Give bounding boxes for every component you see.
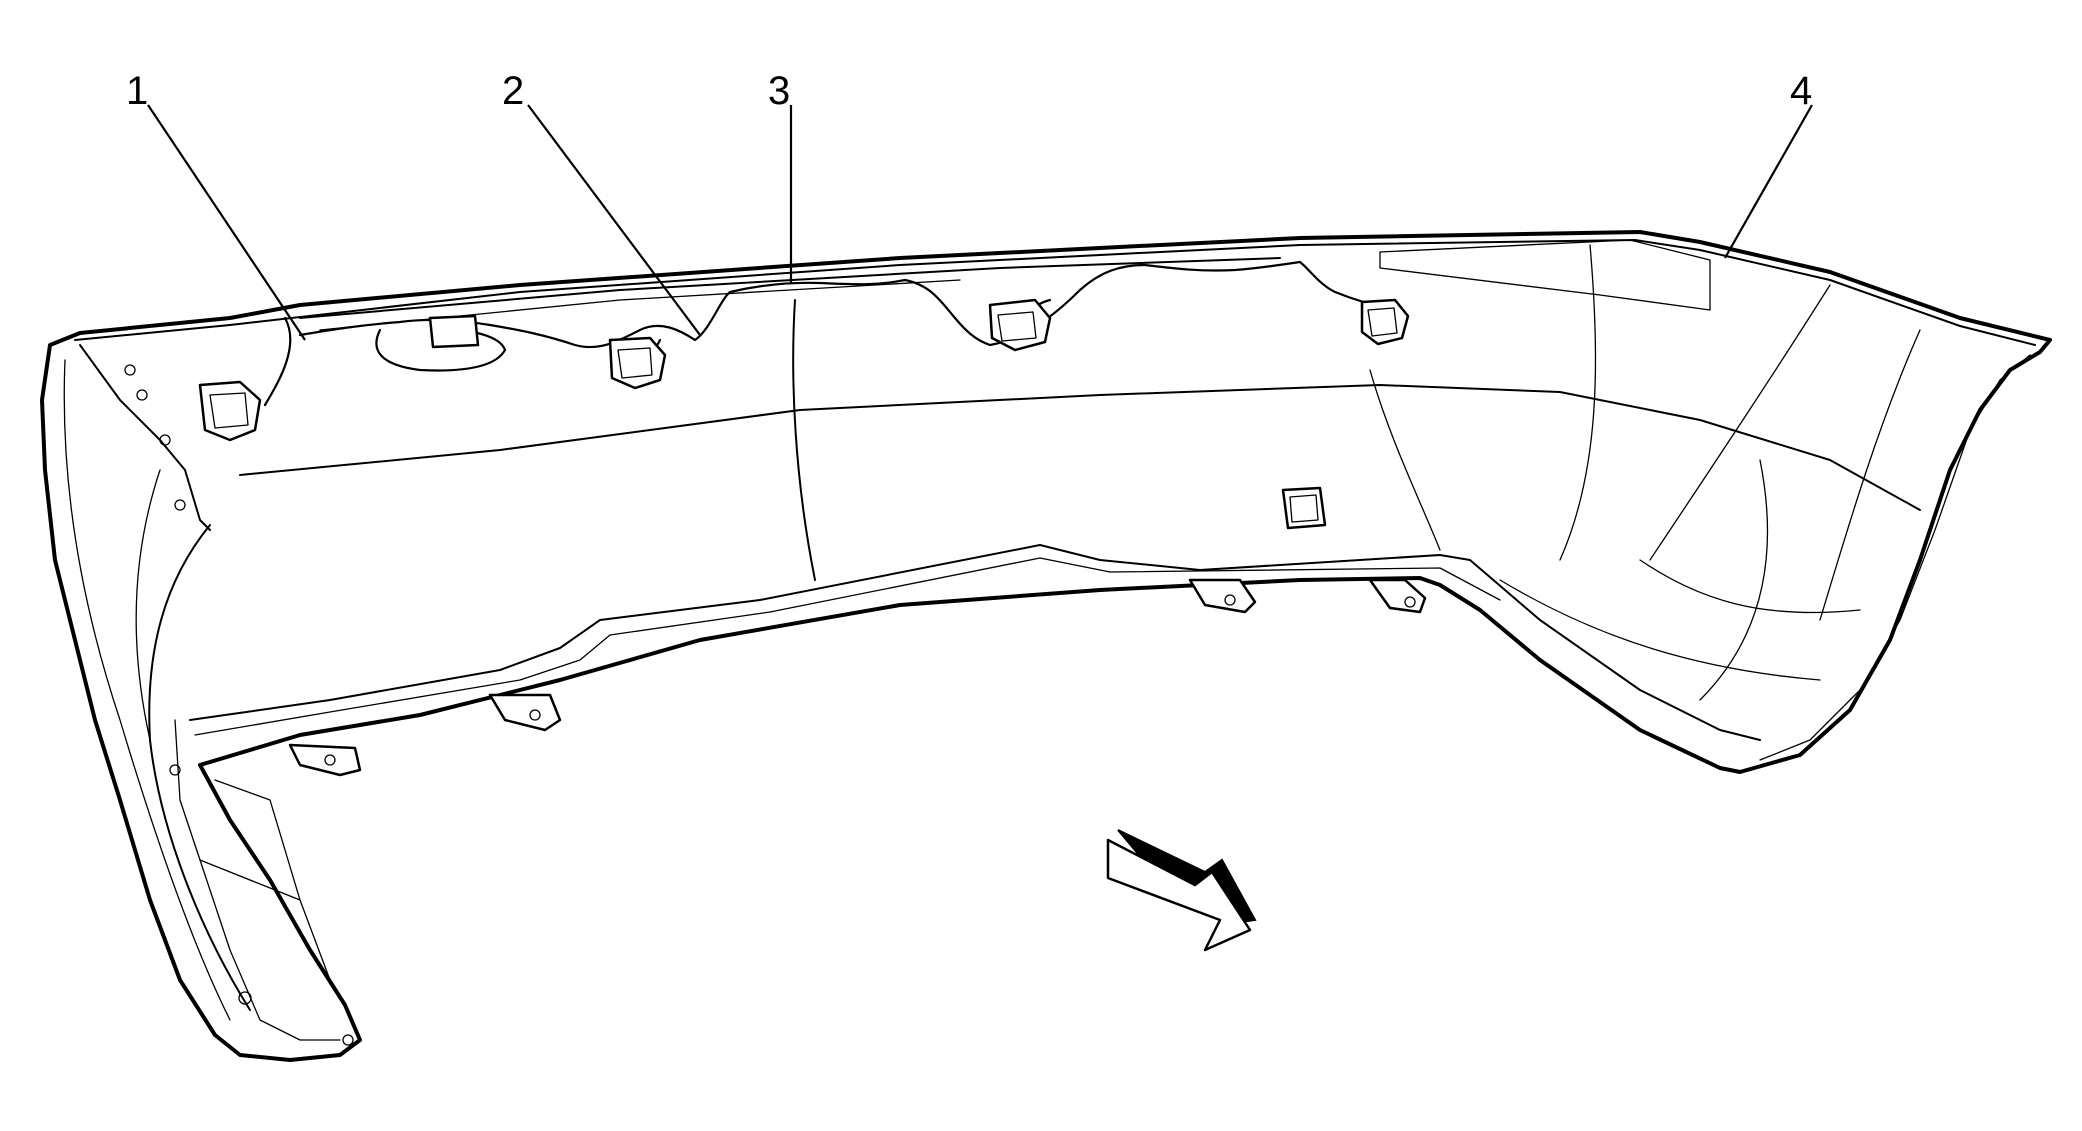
left-lower-facet-2: [214, 779, 301, 901]
right-seam-3: [1649, 284, 1831, 561]
sensor-right: [1360, 298, 1410, 346]
arrow-face: [1106, 838, 1252, 952]
access-cutout-inner: [1289, 494, 1319, 523]
left-lower-return: [174, 719, 341, 1041]
fastener-hole: [324, 754, 336, 766]
right-seam-2: [1559, 244, 1597, 561]
sensor-left-center-face: [617, 347, 653, 379]
right-curve-2: [1639, 559, 1861, 614]
bumper-fascia: [40, 230, 2052, 1062]
sensor-right-face: [1367, 307, 1398, 337]
right-curve-3: [1499, 579, 1821, 681]
callout-labels: 1 2 3 4: [126, 69, 1812, 113]
right-bracket-plate: [1379, 239, 1711, 311]
right-curve-1: [1699, 459, 1769, 701]
mid-crease-line: [239, 384, 1921, 511]
harness-loop: [375, 326, 507, 372]
mounting-tab: [488, 693, 562, 732]
right-seam-4: [1819, 329, 1921, 621]
park-assist-wiring-harness: [263, 260, 1397, 407]
fastener-hole: [342, 1034, 354, 1046]
sensor-right-center-face: [997, 311, 1037, 342]
upper-channel-line: [299, 257, 1281, 319]
access-cutout: [1281, 486, 1327, 530]
fastener-hole: [124, 364, 136, 376]
fastener-hole: [174, 499, 186, 511]
leader-1: [147, 104, 306, 341]
left-end-cap-inner: [63, 359, 231, 1021]
fastener-hole: [136, 389, 148, 401]
park-assist-sensors: [198, 298, 1410, 442]
left-end-cap-inner-2: [135, 469, 161, 741]
mounting-tab: [1188, 578, 1257, 614]
fastener-hole: [529, 709, 541, 721]
right-seam-1: [1369, 369, 1441, 551]
fastener-hole: [159, 434, 171, 446]
fastener-hole: [238, 991, 252, 1005]
sensor-left: [198, 380, 262, 442]
harness-wire: [263, 260, 1397, 407]
upper-channel-line-2: [319, 279, 961, 331]
fastener-holes: [124, 364, 1416, 1046]
callout-label-1: 1: [126, 69, 148, 113]
lower-lip-line-2: [194, 557, 1501, 736]
mounting-tab: [1368, 578, 1427, 614]
fastener-hole: [169, 764, 181, 776]
lower-lip-line: [189, 544, 1761, 741]
fastener-hole: [1224, 594, 1236, 606]
connector-center: [428, 314, 480, 349]
fascia-outer-outline: [40, 230, 2052, 1062]
sensor-left-center: [608, 336, 667, 390]
left-wheel-arch: [148, 524, 251, 1011]
center-seam: [792, 299, 816, 581]
callout-label-4: 4: [1790, 69, 1812, 113]
sensor-left-face: [209, 392, 249, 429]
callout-label-3: 3: [768, 69, 790, 113]
right-lower-edge-line: [1759, 354, 2031, 761]
front-direction-arrow-icon: [1106, 829, 1257, 952]
left-end-cap-edge: [79, 344, 211, 531]
fastener-hole: [1404, 596, 1416, 608]
leader-4: [1724, 104, 1813, 259]
callout-leaders: [147, 104, 1813, 341]
leader-2: [527, 104, 701, 336]
callout-label-2: 2: [502, 69, 524, 113]
top-rim-line: [74, 239, 2036, 346]
